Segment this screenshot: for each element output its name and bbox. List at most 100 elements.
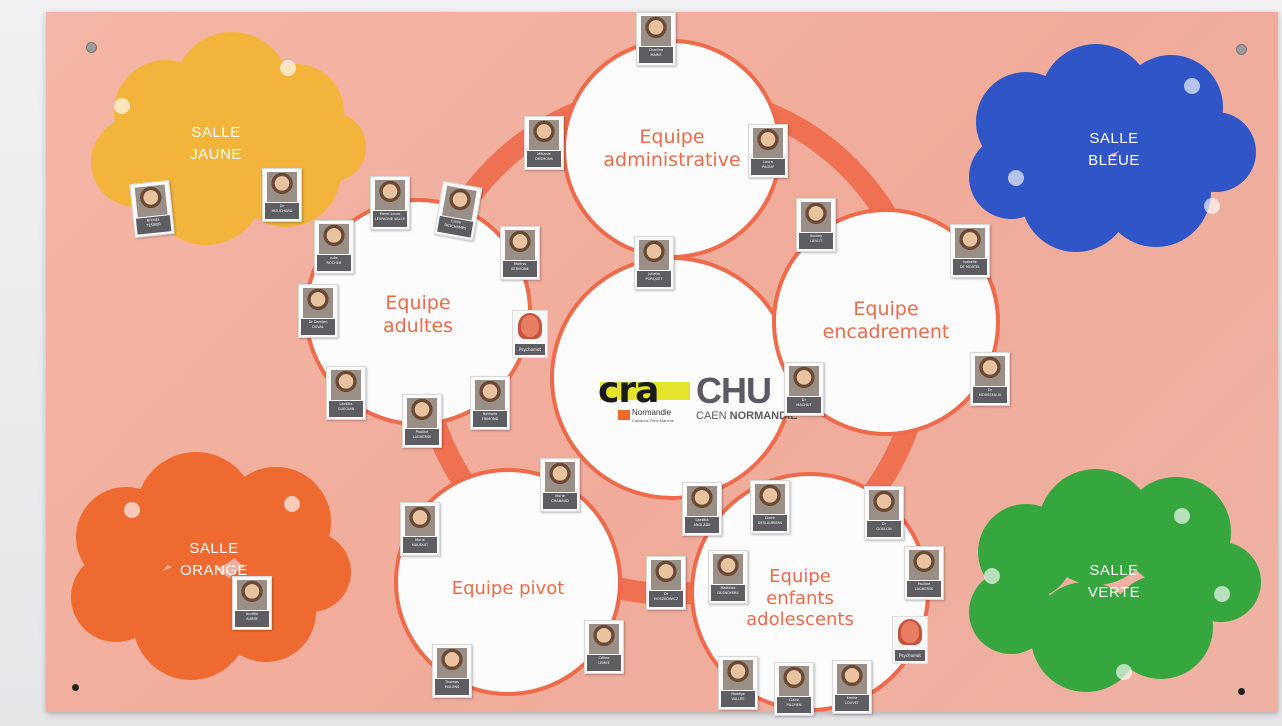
first-name: Pauline (917, 582, 931, 586)
last-name: VALLEE (731, 696, 745, 701)
screw (1236, 44, 1247, 55)
team-line: encadrement (822, 320, 950, 343)
last-name: MOUCHARD (271, 208, 293, 213)
first-name: Laetitia (339, 402, 353, 406)
first-name: Audrey (809, 234, 823, 238)
team-line: adultes (382, 314, 454, 337)
last-name: LAGHERSE (914, 586, 934, 591)
team-line: Equipe (853, 298, 919, 320)
portrait (801, 202, 831, 232)
last-name: GUEGUIN (337, 406, 355, 411)
team-label-administrative: Equipe administrative (586, 126, 758, 172)
first-name: Dr Damien (308, 320, 328, 324)
cloud-label-jaune: SALLE JAUNE (166, 122, 266, 166)
portrait (955, 228, 985, 258)
portrait (437, 648, 467, 678)
portrait (837, 664, 867, 694)
first-name: Laura (763, 160, 773, 164)
last-name: MACHUT (796, 402, 812, 407)
first-name: Marie (555, 494, 565, 498)
portrait (475, 380, 505, 410)
first-name: Aurélie (245, 612, 259, 616)
psychomot-card: Psychomot (512, 310, 548, 358)
portrait (267, 172, 297, 202)
last-name: MOUSSEAUX (978, 392, 1002, 397)
portrait (331, 370, 361, 400)
last-name: DESMONS (535, 156, 553, 161)
last-name: PORQUET (645, 276, 663, 281)
last-name: DUVAL (312, 324, 324, 329)
first-name: Mélanie (537, 152, 551, 156)
first-name: Nathalie (482, 412, 498, 416)
psychomot-label: Psychomot (515, 344, 545, 355)
portrait (869, 490, 899, 520)
caen-text: CAEN (696, 410, 727, 422)
portrait (789, 366, 819, 396)
first-name: Isabelle (963, 260, 977, 264)
magnet (124, 502, 140, 518)
chu-wordmark: CHU (696, 370, 772, 411)
magnet (1008, 170, 1024, 186)
first-name: Pauline (415, 430, 429, 434)
first-name: Dr (881, 522, 887, 526)
last-name: FRIMOND (481, 416, 499, 421)
first-name: Laetitia (695, 518, 709, 522)
cloud-line: BLEUE (1088, 151, 1140, 169)
chu-caen: CAEN NORMANDIE (696, 410, 797, 422)
first-name: Nadège (731, 692, 745, 696)
first-name: Dr (279, 204, 285, 208)
portrait (529, 120, 559, 150)
team-label-enfants: Equipe enfants adolescents (730, 566, 870, 631)
last-name: CHABAUD (551, 498, 569, 503)
cloud-orange (71, 452, 351, 680)
portrait (375, 180, 405, 210)
cloud-verte (969, 469, 1261, 692)
last-name: GOULON (876, 526, 892, 531)
portrait (639, 240, 669, 270)
screw (86, 42, 97, 53)
magnet (114, 98, 130, 114)
team-line: Equipe (385, 292, 451, 314)
cloud-label-orange: SALLE ORANGE (154, 538, 274, 582)
portrait (909, 550, 939, 580)
first-name: Céline (598, 656, 610, 660)
portrait (755, 484, 785, 514)
first-name: Maëlys (513, 262, 527, 266)
cloud-line: SALLE (1089, 130, 1139, 147)
cra-normandie: Normandie (632, 408, 672, 417)
last-name: MOSZKOWICZ (653, 596, 679, 601)
portrait (641, 16, 671, 46)
first-name: Dr (663, 592, 669, 596)
